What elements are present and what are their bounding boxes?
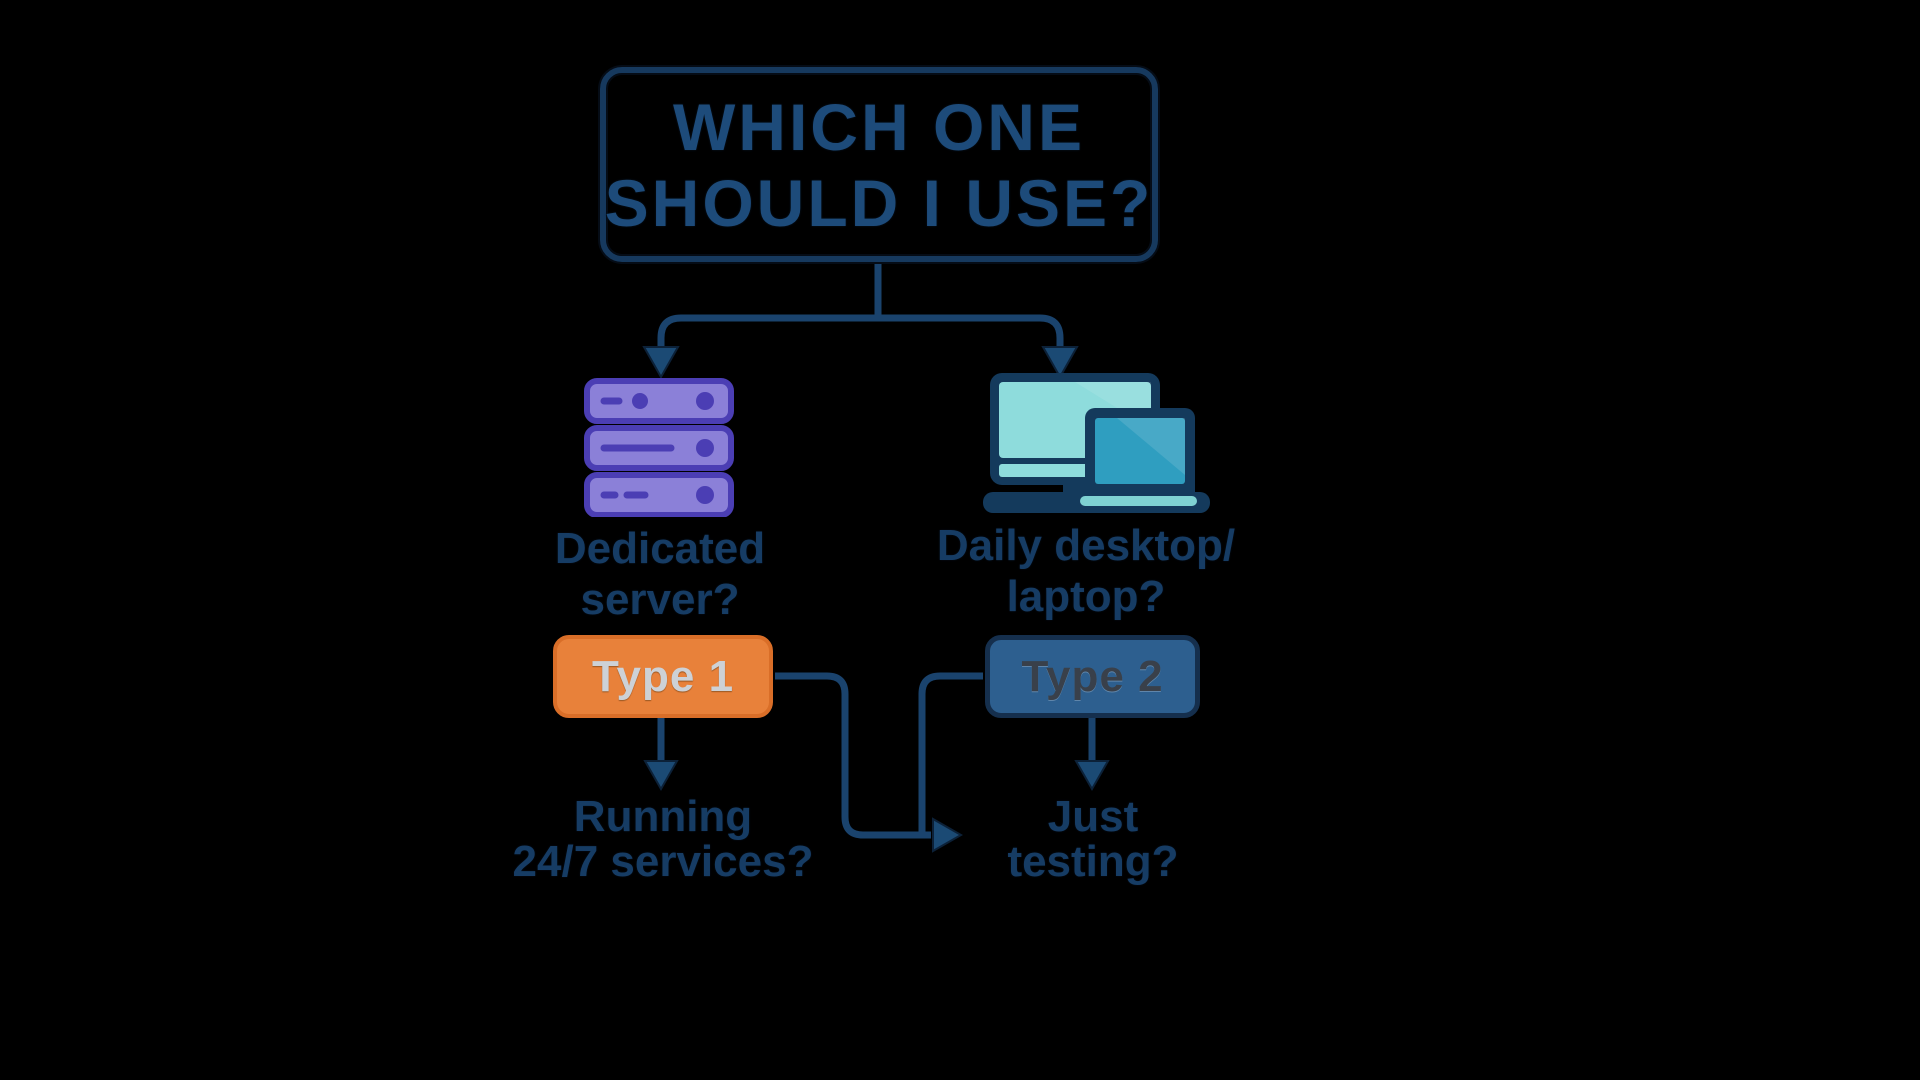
arrow-down-to-running-label: [643, 760, 679, 792]
question-line: Daily desktop/: [936, 521, 1236, 570]
type-2-node: Type 2: [985, 635, 1200, 718]
arrow-down-to-testing-label: [1074, 760, 1110, 792]
type1-merge-line: [775, 672, 931, 839]
outcome-just-testing: Just testing?: [893, 794, 1293, 884]
server-row-bottom: [584, 472, 734, 517]
arrow-down-to-desktop-icon: [1041, 346, 1079, 380]
title-line-2: SHOULD I USE?: [604, 165, 1154, 240]
type2-merge-line: [918, 672, 983, 835]
outcome-running-services: Running 24/7 services?: [463, 794, 863, 884]
question-dedicated-server: Dedicated server?: [480, 523, 840, 625]
desktop-laptop-icon: [983, 373, 1210, 513]
type-2-label: Type 2: [1021, 651, 1164, 701]
split-bar-line: [657, 314, 1064, 348]
question-daily-desktop-laptop: Daily desktop/ laptop?: [906, 520, 1266, 622]
arrow-down-to-server-icon: [642, 346, 680, 380]
outcome-line: Just: [1047, 792, 1139, 841]
question-line: laptop?: [1006, 572, 1166, 621]
outcome-line: testing?: [1007, 837, 1179, 886]
server-icon: [584, 378, 734, 517]
outcome-line: Running: [573, 792, 753, 841]
outcome-line: 24/7 services?: [512, 837, 814, 886]
title-line-1: WHICH ONE: [673, 89, 1085, 164]
question-line: Dedicated: [554, 524, 766, 573]
title-node: WHICH ONE SHOULD I USE?: [600, 67, 1158, 262]
question-line: server?: [580, 575, 740, 624]
type-1-label: Type 1: [591, 651, 735, 701]
type-1-node: Type 1: [553, 635, 773, 718]
server-row-top: [584, 378, 734, 424]
laptop: [1080, 408, 1197, 508]
server-row-middle: [584, 425, 734, 471]
arrow-right-merge: [932, 817, 964, 853]
